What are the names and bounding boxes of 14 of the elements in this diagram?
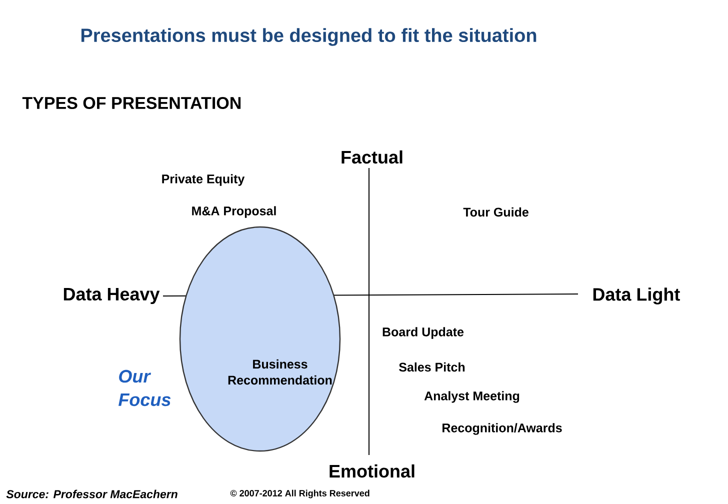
axis-label: Factual — [342, 150, 402, 164]
presentation-type: Recognition/Awards — [442, 423, 562, 435]
presentation-type: Private Equity — [162, 174, 245, 186]
source-note: Source: Professor MacEachern — [6, 490, 178, 498]
presentation-type: Sales Pitch — [399, 362, 465, 372]
axis-label: Data Heavy — [64, 288, 160, 304]
presentation-type: Analyst Meeting — [424, 391, 520, 403]
axis-label: Emotional — [330, 464, 414, 478]
section-heading: TYPES OF PRESENTATION — [22, 96, 241, 110]
presentation-type: Board Update — [382, 327, 464, 339]
title: Presentations must be designed to fit the situation — [81, 28, 536, 46]
presentation-type: Tour Guide — [463, 207, 528, 217]
copyright-note: © 2007-2012 All Rights Reserved — [230, 490, 370, 498]
axis-label: Data Light — [593, 288, 680, 304]
